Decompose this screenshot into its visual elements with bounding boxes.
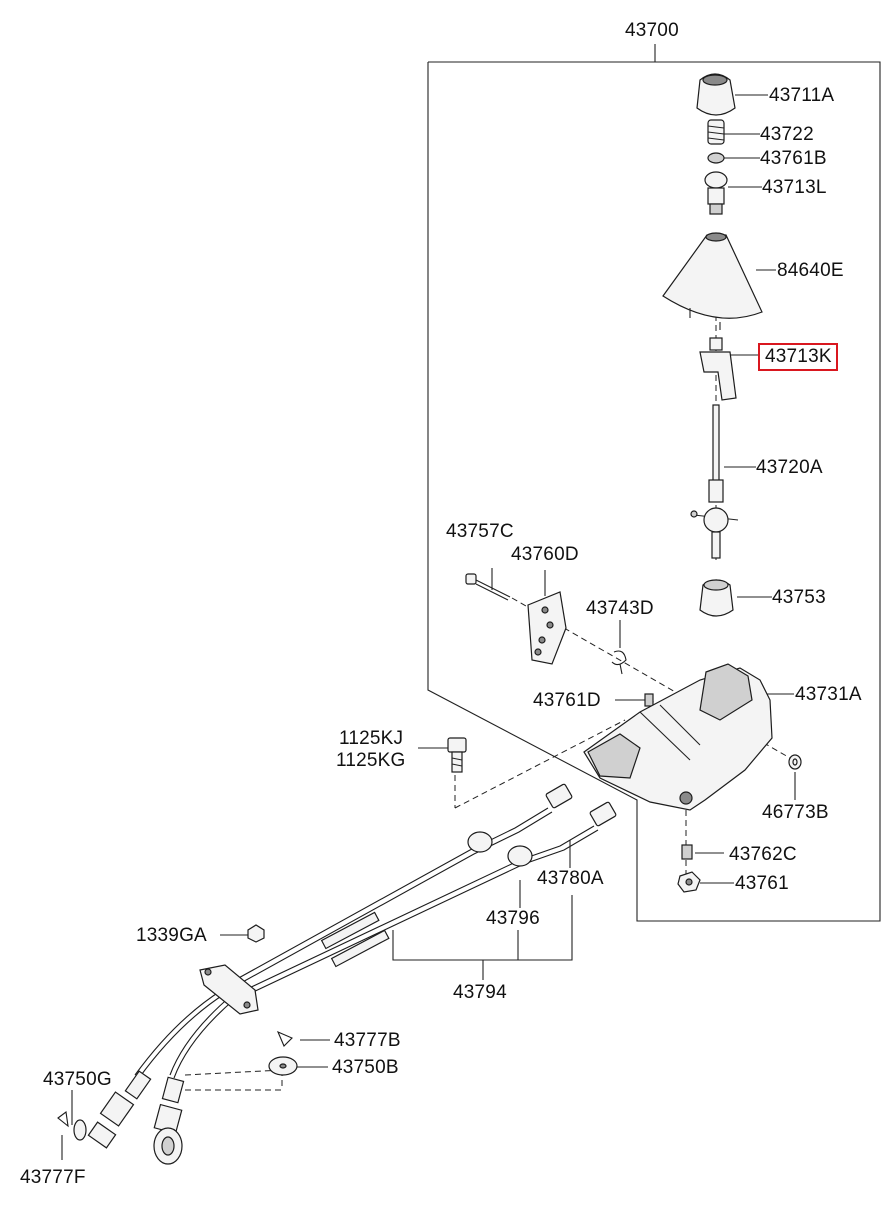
part-label-43761[interactable]: 43761 — [735, 873, 789, 894]
bushing-icon — [707, 152, 725, 164]
part-label-43720A[interactable]: 43720A — [756, 457, 823, 478]
clip-icon — [276, 1030, 293, 1047]
part-label-46773B[interactable]: 46773B — [762, 802, 829, 823]
part-label-84640E[interactable]: 84640E — [777, 260, 844, 281]
shift-knob-icon — [696, 73, 736, 116]
part-label-43762C[interactable]: 43762C — [729, 844, 797, 865]
part-label-43777B[interactable]: 43777B — [334, 1030, 401, 1051]
part-label-43753[interactable]: 43753 — [772, 587, 826, 608]
shift-lever-icon — [690, 404, 739, 559]
part-label-43757C[interactable]: 43757C — [446, 521, 514, 542]
part-label-43731A[interactable]: 43731A — [795, 684, 862, 705]
part-label-1339GA[interactable]: 1339GA — [136, 925, 207, 946]
part-label-43780A[interactable]: 43780A — [537, 868, 604, 889]
nut-icon — [677, 871, 701, 893]
part-label-43760D[interactable]: 43760D — [511, 544, 579, 565]
washer-icon — [268, 1056, 298, 1076]
washer-icon — [73, 1119, 87, 1141]
bolt-icon — [447, 737, 467, 773]
nut-icon — [247, 924, 265, 943]
part-label-43761D[interactable]: 43761D — [533, 690, 601, 711]
part-label-43750B[interactable]: 43750B — [332, 1057, 399, 1078]
part-label-43722[interactable]: 43722 — [760, 124, 814, 145]
cable-set-icon — [134, 783, 617, 1079]
assembly-boundary — [427, 44, 881, 922]
leader-lines — [61, 94, 796, 1160]
clip-icon — [57, 1111, 69, 1128]
part-label-43713L[interactable]: 43713L — [762, 177, 827, 198]
assembly-number-label: 43700 — [625, 20, 679, 41]
part-label-43794[interactable]: 43794 — [453, 982, 507, 1003]
part-label-43777F[interactable]: 43777F — [20, 1167, 86, 1188]
lever-bracket-icon — [699, 337, 737, 401]
part-label-43750G[interactable]: 43750G — [43, 1069, 112, 1090]
ball-seat-icon — [699, 579, 734, 617]
cable-clamp-icon — [467, 831, 533, 867]
cable-end-icon — [87, 1070, 185, 1165]
spring-icon — [707, 119, 725, 145]
shifter-housing-icon — [583, 663, 773, 811]
part-label-1125KJ[interactable]: 1125KJ — [339, 728, 404, 749]
part-label-1125KG[interactable]: 1125KG — [336, 750, 406, 771]
part-label-43796[interactable]: 43796 — [486, 908, 540, 929]
boot-cone-icon — [662, 232, 763, 330]
part-label-43711A[interactable]: 43711A — [769, 85, 835, 106]
part-label-43743D[interactable]: 43743D — [586, 598, 654, 619]
pin-icon — [644, 693, 654, 707]
mounting-flange-icon — [199, 964, 259, 1015]
part-label-43761B[interactable]: 43761B — [760, 148, 827, 169]
pin-icon — [465, 573, 511, 601]
knob-adapter-icon — [704, 171, 728, 215]
assembly-guide-lines — [184, 255, 791, 1091]
part-label-43713K-highlighted[interactable]: 43713K — [758, 343, 838, 371]
clip-icon — [611, 650, 627, 675]
washer-icon — [788, 754, 802, 770]
select-plate-icon — [527, 591, 567, 665]
bushing-icon — [681, 844, 693, 860]
